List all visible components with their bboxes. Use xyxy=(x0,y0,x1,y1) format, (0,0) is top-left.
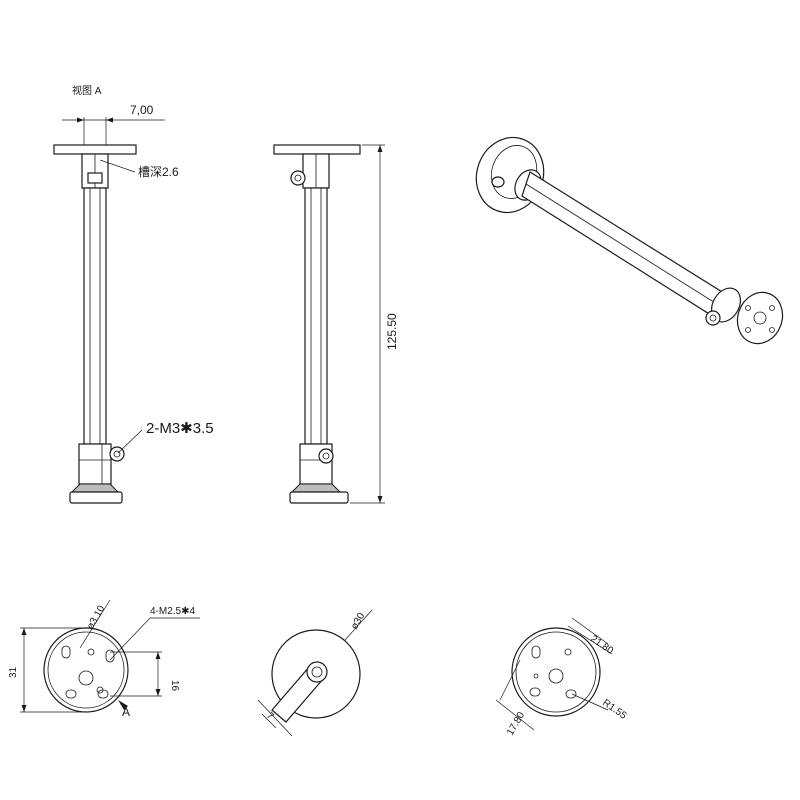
side-top-plate xyxy=(273,144,361,155)
base-screw-note: 4-M2.5✱4 xyxy=(150,606,196,617)
base-spacing-dimension: 16 xyxy=(169,680,180,692)
base-outer-circle xyxy=(43,627,129,713)
side-upper-screw xyxy=(290,170,306,186)
base-overall-dimension: 31 xyxy=(8,666,19,678)
flange-view xyxy=(495,617,613,731)
iso-tube xyxy=(521,171,736,323)
view-a-label: 视图 A xyxy=(72,84,102,97)
side-base-fins xyxy=(290,483,342,493)
base-hole-dia: ø3.10 xyxy=(85,603,108,631)
front-base-plate xyxy=(69,491,123,504)
base-view-marker: A xyxy=(122,705,130,719)
front-top-plate xyxy=(53,144,137,155)
flange-radius: R1.55 xyxy=(600,697,629,722)
height-dimension: 125.50 xyxy=(385,313,399,350)
flange-outer-circle xyxy=(511,627,601,717)
side-lower-screw xyxy=(318,448,334,464)
front-view xyxy=(53,117,165,504)
top-width-dimension: 7,00 xyxy=(130,103,154,117)
side-base-plate xyxy=(289,491,349,504)
front-tube xyxy=(83,187,107,445)
front-base-fins xyxy=(70,483,120,493)
side-view xyxy=(273,144,385,504)
disc-slot-width: 7 xyxy=(264,710,276,722)
flange-dim-b: 17.80 xyxy=(505,710,527,738)
isometric-view xyxy=(475,136,784,345)
disc-diameter: ø30 xyxy=(349,611,367,632)
slot-depth-label: 槽深2.6 xyxy=(138,165,179,179)
base-bottom-view xyxy=(20,599,200,713)
front-lower-collar xyxy=(78,443,112,485)
front-screw-note: 2-M3✱3.5 xyxy=(146,420,214,437)
iso-screw xyxy=(705,310,721,326)
disc-view xyxy=(257,609,373,737)
side-tube xyxy=(304,187,328,445)
